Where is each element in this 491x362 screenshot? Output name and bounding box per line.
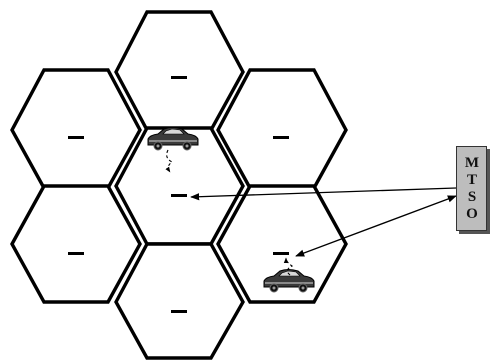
mtso-box: MTSO [456,146,487,231]
mtso-link-center [190,187,457,201]
cell-upper-right [216,68,348,190]
cell-top [114,10,245,132]
cell-lower-left [10,184,142,304]
radio-link-center [165,149,174,173]
mtso-link-lower-right [295,195,457,257]
radio-link-lower-right [283,257,294,276]
mtso-label: MTSO [464,154,480,223]
cell-bottom [114,242,245,360]
cell-upper-left [10,68,142,190]
